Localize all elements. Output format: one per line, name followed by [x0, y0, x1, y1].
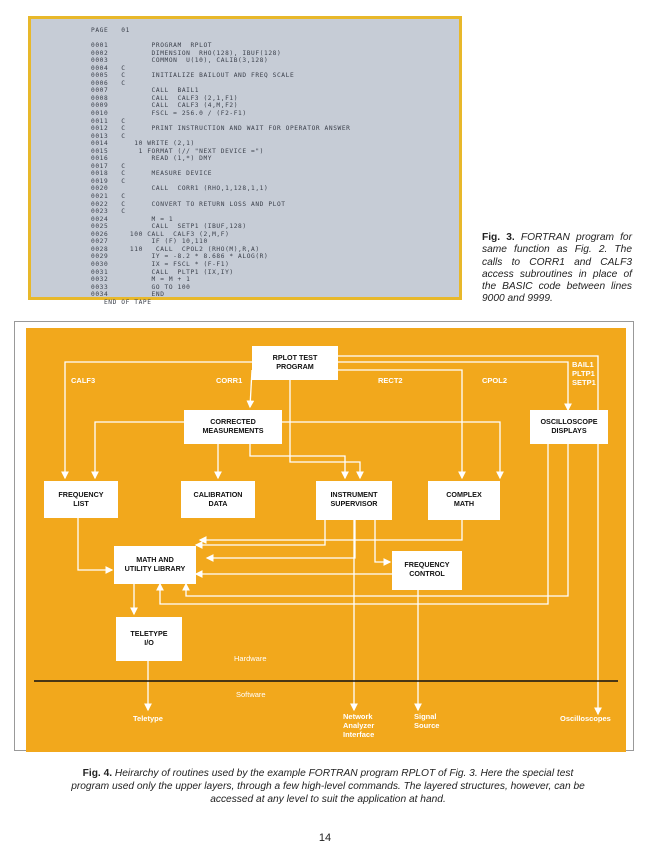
label-cpol2: CPOL2	[482, 376, 507, 385]
listing-line: 0032 M = M + 1	[91, 276, 191, 284]
output-network-line3: Interface	[343, 730, 374, 739]
box-complex-math: COMPLEX MATH	[428, 481, 500, 520]
listing-line: 0020 CALL CORR1 (RHO,1,128,1,1)	[91, 185, 269, 193]
box-rplot: RPLOT TEST PROGRAM	[252, 346, 338, 380]
box-corrected-line1: CORRECTED	[210, 417, 256, 426]
box-calibration-line1: CALIBRATION	[194, 490, 243, 499]
box-corrected-line2: MEASUREMENTS	[202, 426, 263, 435]
listing-line: 0025 CALL SETP1 (IBUF,128)	[91, 223, 247, 231]
box-frequency-list-line2: LIST	[73, 499, 89, 508]
box-oscilloscope-line2: DISPLAYS	[551, 426, 586, 435]
box-teletype-line2: I/O	[144, 638, 154, 647]
listing-line: 0030 IX = FSCL * (F-F1)	[91, 260, 230, 268]
label-hardware: Hardware	[234, 654, 267, 663]
box-rplot-line1: RPLOT TEST	[273, 353, 318, 362]
output-network-line2: Analyzer	[343, 721, 374, 730]
box-frequency-control-line2: CONTROL	[409, 569, 445, 578]
output-network-line1: Network	[343, 712, 373, 721]
listing-line: 0005 C INITIALIZE BAILOUT AND FREQ SCALE	[91, 72, 295, 80]
box-oscilloscope-displays: OSCILLOSCOPE DISPLAYS	[530, 410, 608, 444]
box-frequency-list: FREQUENCY LIST	[44, 481, 118, 518]
listing-line: 0018 C MEASURE DEVICE	[91, 170, 213, 178]
label-rect2: RECT2	[378, 376, 403, 385]
listing-line: 0006 C	[91, 79, 126, 87]
fig3-label: Fig. 3.	[482, 232, 515, 243]
box-frequency-list-line1: FREQUENCY	[58, 490, 103, 499]
listing-line: 0029 IY = -8.2 * 8.686 * ALOG(R)	[91, 253, 269, 261]
box-teletype-io: TELETYPE I/O	[116, 617, 182, 661]
listing-line: 0008 CALL CALF3 (2,1,F1)	[91, 94, 239, 102]
listing-line: 0011 C	[91, 117, 126, 125]
box-teletype-line1: TELETYPE	[130, 629, 167, 638]
listing-line: 0007 CALL BAIL1	[91, 87, 200, 95]
listing-line: 0010 FSCL = 256.0 / (F2-F1)	[91, 110, 247, 118]
listing-line: 0033 GO TO 100	[91, 283, 191, 291]
listing-line: 0017 C	[91, 162, 126, 170]
diagram-connections	[61, 355, 602, 716]
box-frequency-control: FREQUENCY CONTROL	[392, 551, 462, 590]
box-instrument-supervisor: INSTRUMENT SUPERVISOR	[316, 481, 392, 520]
listing-line: 0027 IF (F) 10,110	[91, 238, 208, 246]
box-math-utility-library: MATH AND UTILITY LIBRARY	[114, 546, 196, 584]
box-corrected-measurements: CORRECTED MEASUREMENTS	[184, 410, 282, 444]
listing-line: 0004 C	[91, 64, 126, 72]
listing-line: 0012 C PRINT INSTRUCTION AND WAIT FOR OP…	[91, 125, 351, 133]
label-calf3: CALF3	[71, 376, 95, 385]
box-math-line1: MATH AND	[136, 555, 174, 564]
box-oscilloscope-line1: OSCILLOSCOPE	[540, 417, 597, 426]
box-rplot-line2: PROGRAM	[276, 362, 314, 371]
listing-line: 0001 PROGRAM RPLOT	[91, 42, 213, 50]
fig4-caption: Fig. 4. Heirarchy of routines used by th…	[68, 767, 588, 806]
listing-line: 0015 1 FORMAT (// "NEXT DEVICE =")	[91, 147, 265, 155]
box-calibration-data: CALIBRATION DATA	[181, 481, 255, 518]
listing-line: 0002 DIMENSION RHO(128), IBUF(128)	[91, 49, 282, 57]
listing-line: 0003 COMMON U(10), CALIB(3,128)	[91, 57, 269, 65]
listing-line: 0028 110 CALL CPOL2 (RHO(M),R,A)	[91, 245, 260, 253]
listing-line: END OF TAPE	[91, 298, 152, 306]
listing-line: 0024 M = 1	[91, 215, 174, 223]
label-bail1: BAIL1	[572, 360, 594, 369]
program-listing-panel: PAGE 01 0001 PROGRAM RPLOT 0002 DIMENSIO…	[28, 16, 462, 306]
fortran-listing: PAGE 01 0001 PROGRAM RPLOT 0002 DIMENSIO…	[91, 27, 351, 306]
output-teletype: Teletype	[133, 714, 163, 723]
listing-line: PAGE 01	[91, 27, 130, 34]
listing-line: 0016 READ (1,*) DMY	[91, 155, 213, 163]
fig3-text: FORTRAN program for same function as Fig…	[482, 232, 632, 305]
fig4-label: Fig. 4.	[82, 768, 113, 779]
fig3-caption: Fig. 3. FORTRAN program for same functio…	[482, 232, 632, 306]
box-calibration-line2: DATA	[209, 499, 228, 508]
label-setp1: SETP1	[572, 378, 596, 387]
label-corr1: CORR1	[216, 376, 242, 385]
box-math-line2: UTILITY LIBRARY	[125, 564, 186, 573]
box-complex-line2: MATH	[454, 499, 474, 508]
box-instrument-line2: SUPERVISOR	[331, 499, 379, 508]
listing-line: 0026 100 CALL CALF3 (2,M,F)	[91, 230, 230, 238]
listing-line: 0023 C	[91, 208, 126, 216]
box-instrument-line1: INSTRUMENT	[330, 490, 378, 499]
page-number: 14	[318, 832, 332, 844]
label-pltp1: PLTP1	[572, 369, 595, 378]
output-signal-line2: Source	[414, 721, 439, 730]
listing-line: 0022 C CONVERT TO RETURN LOSS AND PLOT	[91, 200, 286, 208]
listing-line: 0021 C	[91, 193, 126, 201]
output-oscilloscopes: Oscilloscopes	[560, 714, 611, 723]
listing-line: 0034 END	[91, 291, 165, 299]
listing-line: 0031 CALL PLTP1 (IX,IY)	[91, 268, 234, 276]
listing-line: 0009 CALL CALF3 (4,M,F2)	[91, 102, 239, 110]
box-complex-line1: COMPLEX	[446, 490, 482, 499]
listing-line: 0019 C	[91, 177, 126, 185]
output-signal-line1: Signal	[414, 712, 437, 721]
listing-line: 0014 10 WRITE (2,1)	[91, 140, 195, 148]
box-frequency-control-line1: FREQUENCY	[404, 560, 449, 569]
label-software: Software	[236, 690, 266, 699]
listing-line: 0013 C	[91, 132, 126, 140]
fig4-text: Heirarchy of routines used by the exampl…	[71, 768, 585, 805]
